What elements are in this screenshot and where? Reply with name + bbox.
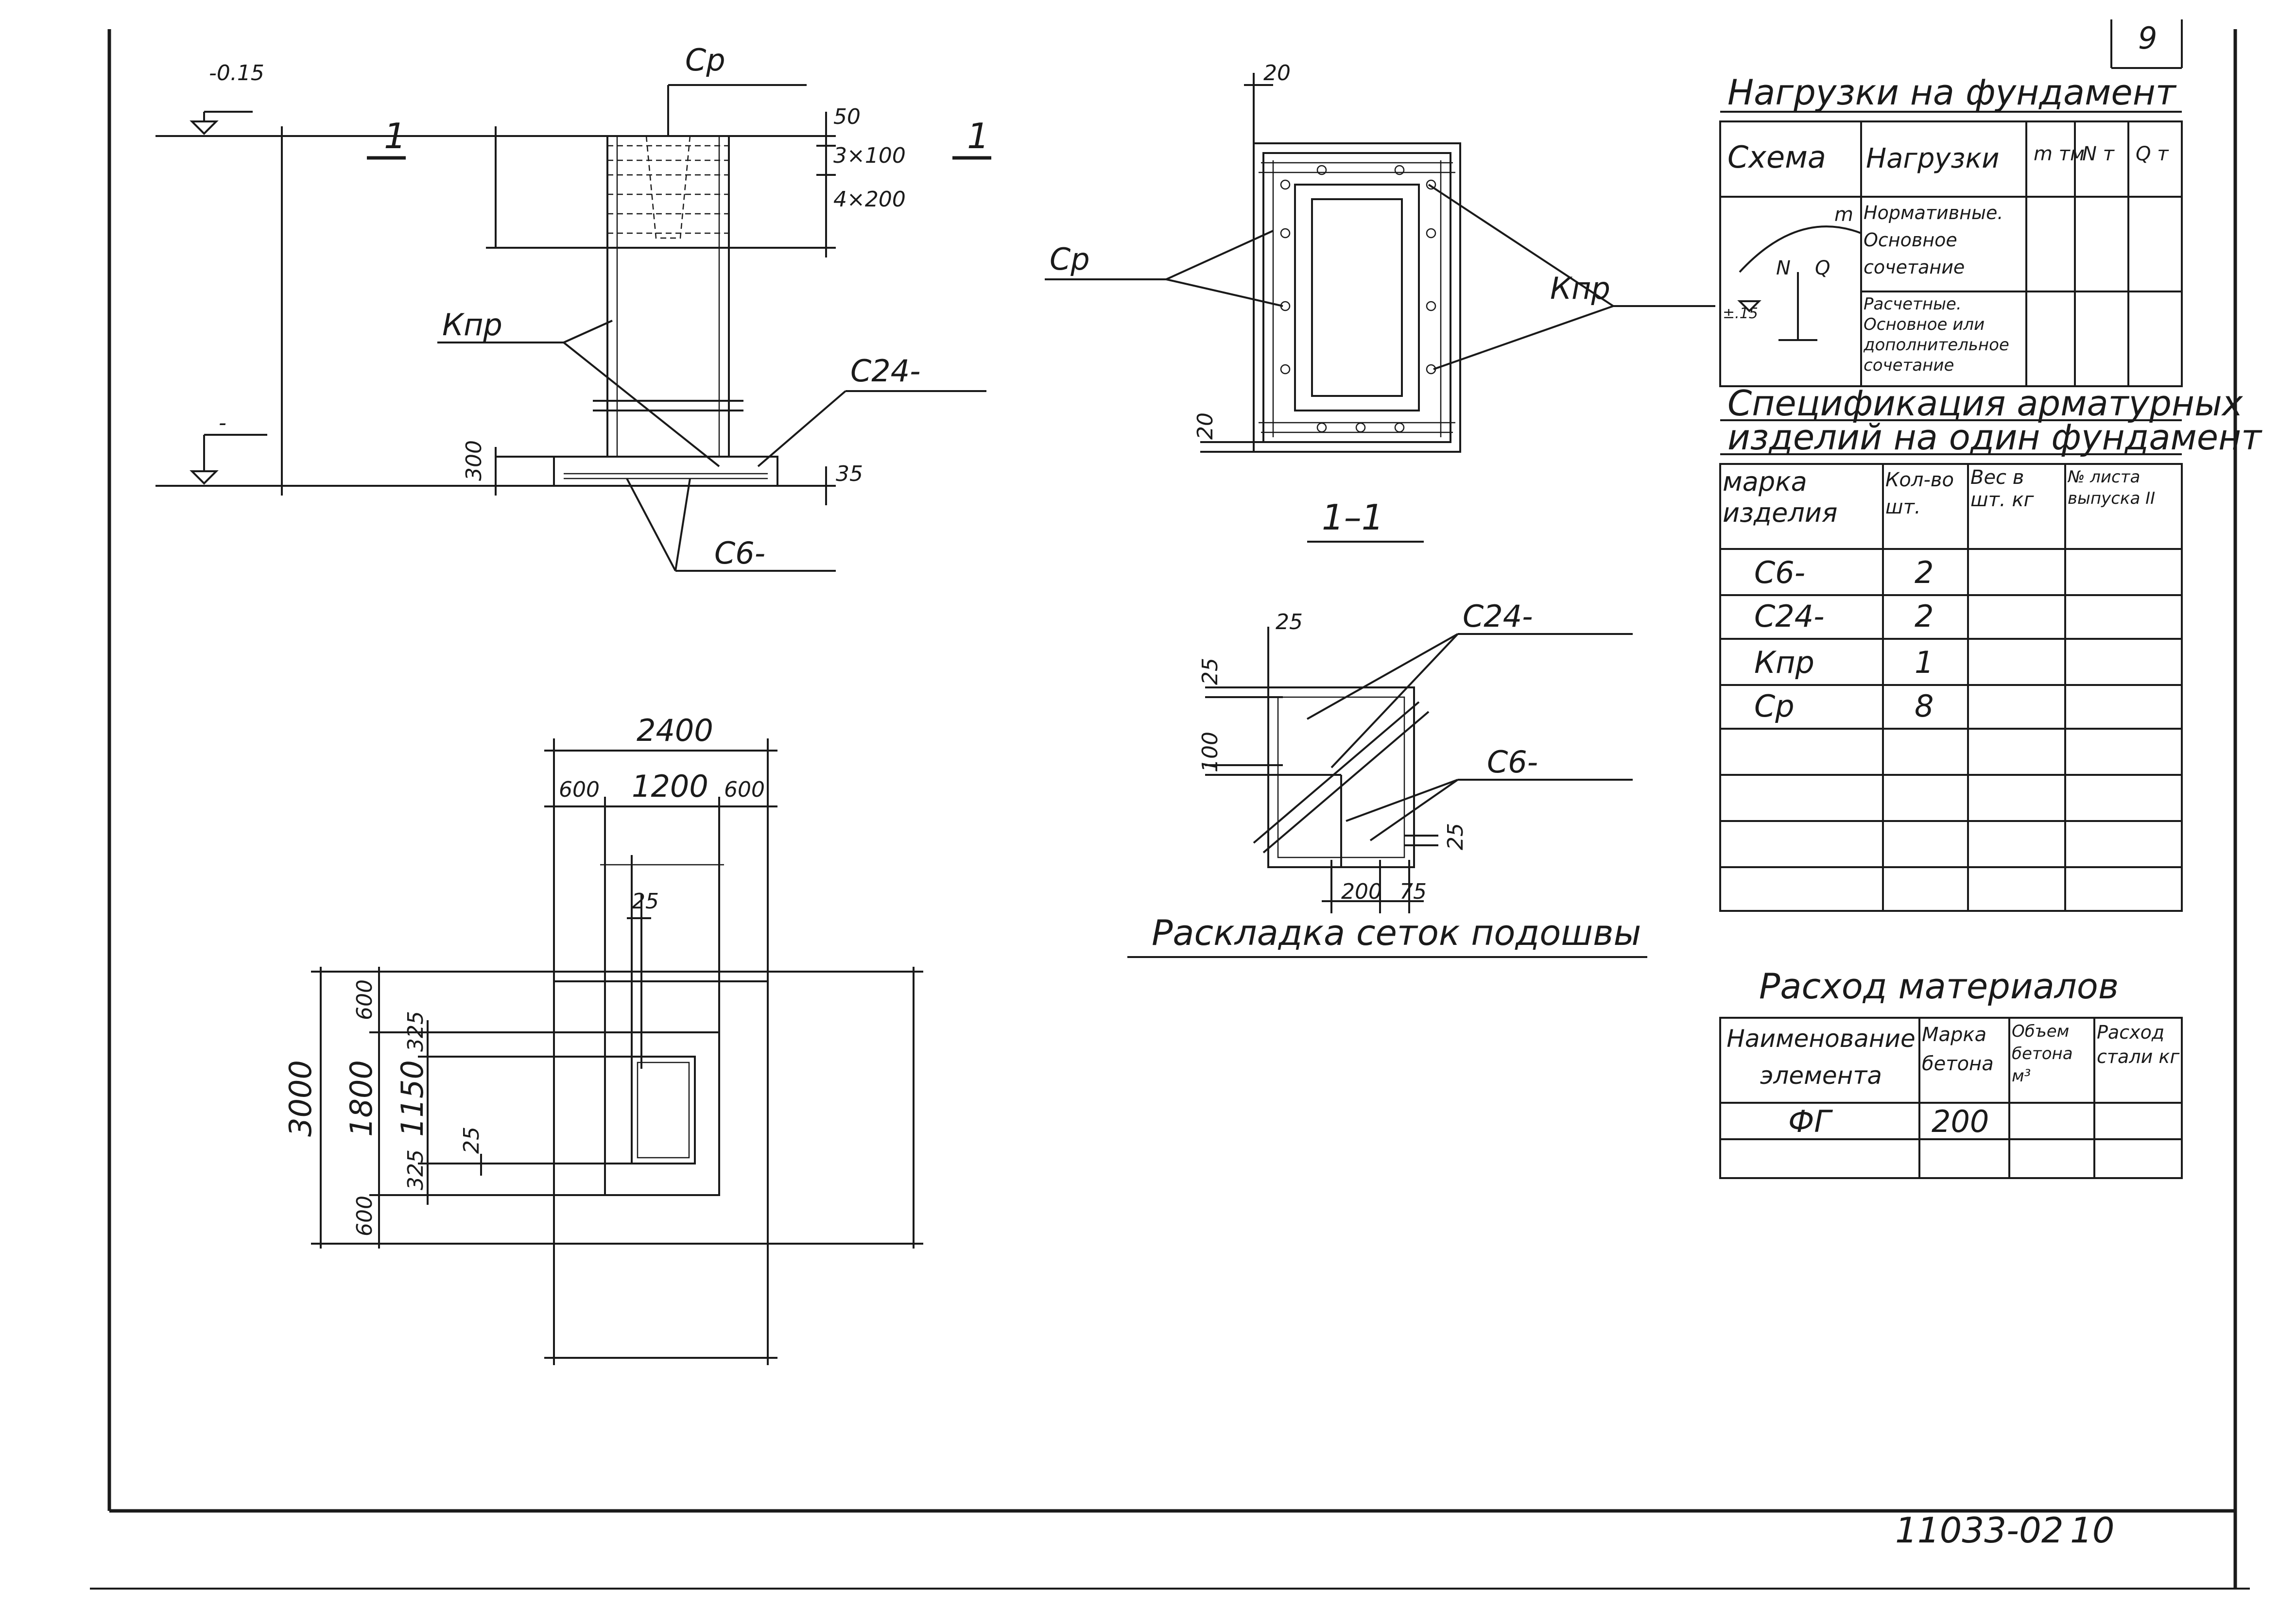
spec-row-mark: Кпр — [1754, 645, 1814, 680]
section-view — [155, 84, 991, 572]
dim-300: 300 — [462, 440, 486, 481]
callout-sr: Ср — [685, 42, 725, 78]
level-marker-icon — [1737, 300, 1761, 312]
dim-100: 100 — [1198, 732, 1223, 772]
spec-row-mark: С24- — [1754, 599, 1825, 634]
materials-row-grade: 200 — [1932, 1104, 1989, 1139]
materials-header-steel: Расход стали кг — [2097, 1022, 2180, 1067]
loads-header-m: m тм — [2034, 143, 2085, 165]
scheme-q: Q — [1815, 257, 1830, 279]
section-1-1-title: 1–1 — [1322, 497, 1384, 538]
dim-1150: 1150 — [395, 1060, 430, 1137]
dim-35: 35 — [836, 462, 863, 486]
scheme-m: m — [1834, 204, 1853, 226]
dim-600-top: 600 — [352, 979, 377, 1020]
sheet-number: 10 — [2070, 1510, 2115, 1551]
loads-header-loads: Нагрузки — [1866, 143, 2000, 174]
spec-row-count: 1 — [1915, 645, 1933, 680]
dim-200: 200 — [1341, 879, 1382, 904]
dim-25-plan-side: 25 — [459, 1127, 484, 1154]
scheme-n: N — [1776, 257, 1791, 279]
dim-600-left: 600 — [559, 777, 600, 802]
loads-header-scheme: Схема — [1727, 139, 1826, 175]
grid-layout — [1127, 627, 1647, 958]
scheme-level: ±.15 — [1723, 305, 1758, 322]
dim-3x100: 3×100 — [833, 143, 906, 168]
spec-header-sheet: № листа выпуска II — [2068, 467, 2156, 508]
dim-2400: 2400 — [637, 713, 713, 748]
spec-row-count: 2 — [1915, 599, 1933, 634]
callout-s6: С6- — [714, 535, 765, 571]
spec-row-count: 8 — [1915, 688, 1933, 724]
dim-3000: 3000 — [283, 1060, 318, 1137]
loads-header-q: Q т — [2136, 143, 2169, 165]
spec-table — [1719, 419, 2183, 912]
moment-arrow-icon — [1739, 225, 1862, 273]
dim-20-bottom: 20 — [1193, 412, 1218, 440]
section-label-right: 1 — [967, 116, 989, 156]
sheet-frame — [90, 19, 2250, 1590]
materials-header-volume: Объем бетона м³ — [2012, 1022, 2073, 1086]
spec-row-mark: С6- — [1754, 555, 1805, 590]
spec-row-count: 2 — [1915, 555, 1933, 590]
materials-header-grade: Марка бетона — [1922, 1024, 1994, 1075]
materials-row-name: ФГ — [1788, 1104, 1833, 1139]
dim-600-right: 600 — [724, 777, 765, 802]
level-top: -0.15 — [209, 61, 264, 86]
dim-50: 50 — [833, 104, 861, 129]
spec-header-weight: Вес в шт. кг — [1970, 466, 2034, 511]
spec-header-mark: марка изделия — [1723, 466, 1838, 528]
callout-sr-1-1: Ср — [1050, 241, 1090, 277]
dim-325-bottom: 325 — [403, 1149, 428, 1190]
level-marker-icon — [190, 470, 219, 485]
page-number: 9 — [2138, 20, 2157, 56]
spec-title-line-1: Спецификация арматурных — [1727, 383, 2244, 424]
dim-4x200: 4×200 — [833, 187, 906, 212]
loads-row-normative: Нормативные. Основное сочетание — [1864, 202, 2003, 278]
dim-25-right: 25 — [1443, 823, 1468, 850]
spec-row-mark: Ср — [1754, 688, 1795, 724]
dim-25-plan-top: 25 — [632, 889, 659, 914]
section-1-1 — [1045, 73, 1715, 543]
loads-row-design: Расчетные. Основное или дополнительное с… — [1864, 294, 2009, 375]
loads-table — [1719, 111, 2183, 387]
materials-header-name: Наименование элемента — [1726, 1025, 1916, 1090]
materials-table — [1719, 1017, 2183, 1179]
level-bottom: - — [219, 411, 226, 435]
spec-header-count: Кол-во шт. — [1885, 469, 1954, 518]
materials-title: Расход материалов — [1759, 966, 2119, 1007]
dim-1200: 1200 — [632, 769, 708, 804]
dim-20-top: 20 — [1263, 61, 1291, 86]
level-marker-icon — [190, 120, 219, 135]
callout-s6-grid: С6- — [1487, 744, 1538, 780]
loads-table-title: Нагрузки на фундамент — [1727, 72, 2177, 113]
dim-75: 75 — [1399, 879, 1427, 904]
plan-view — [311, 738, 923, 1365]
callout-kpr: Кпр — [442, 307, 502, 342]
dim-25-top: 25 — [1276, 610, 1303, 634]
section-label-left: 1 — [384, 116, 406, 156]
callout-s24: С24- — [850, 353, 921, 389]
spec-title-line-2: изделий на один фундамент — [1727, 417, 2262, 458]
callout-kpr-1-1: Кпр — [1550, 271, 1610, 306]
callout-s24-grid: С24- — [1463, 599, 1533, 634]
dim-325-top: 325 — [403, 1011, 428, 1052]
dim-1800: 1800 — [344, 1060, 379, 1137]
document-code: 11033-02 — [1895, 1510, 2064, 1551]
dim-25-left: 25 — [1198, 658, 1223, 685]
grid-layout-title: Раскладка сеток подошвы — [1152, 912, 1641, 953]
loads-header-n: N т — [2082, 143, 2115, 165]
dim-600-bottom: 600 — [352, 1196, 377, 1236]
